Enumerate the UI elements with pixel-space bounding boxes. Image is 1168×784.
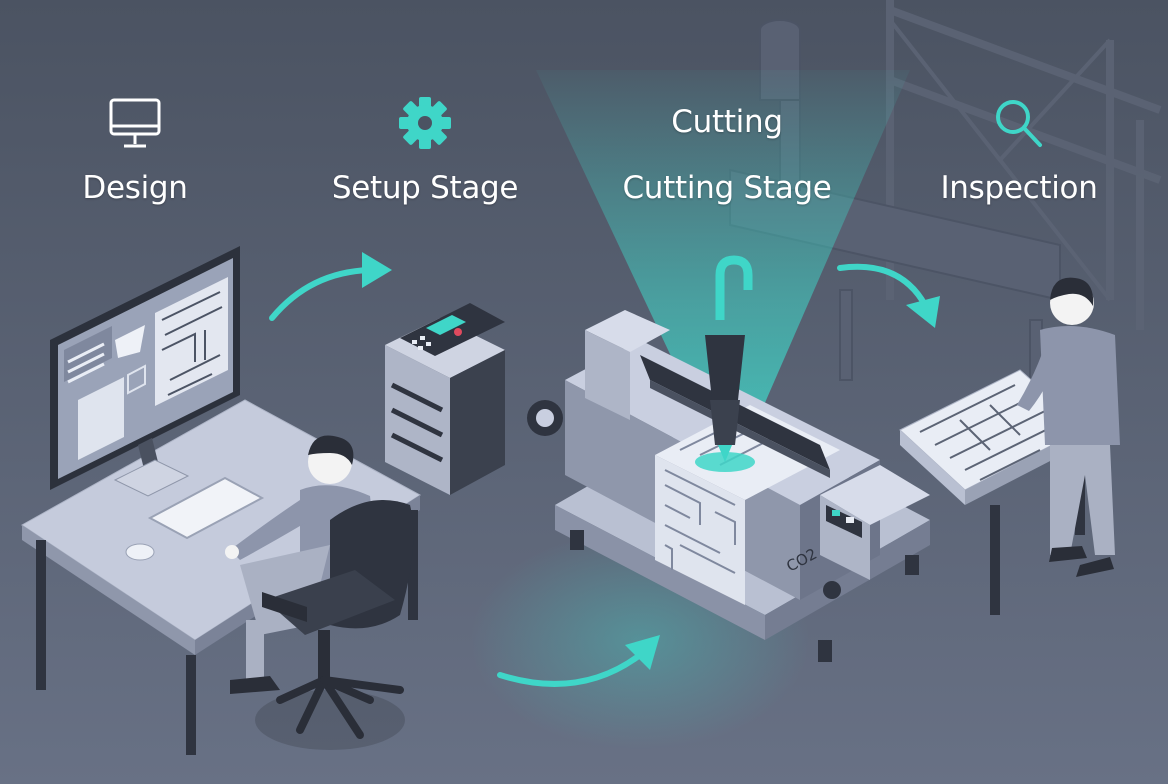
inspection-station — [899, 277, 1120, 615]
stage-label-design: Design — [82, 170, 188, 206]
keyboard — [147, 476, 265, 540]
control-cabinet — [385, 303, 505, 495]
co2-laser-cutter: CO2 — [527, 255, 930, 662]
stage-label-inspection: Inspection — [940, 170, 1098, 206]
cut-material — [655, 405, 840, 500]
laser-head — [695, 255, 755, 472]
inspector-person — [1017, 277, 1120, 577]
control-screen — [426, 315, 466, 335]
arrow-design-to-setup — [269, 267, 373, 321]
monitor — [50, 246, 240, 497]
desk-leg — [186, 655, 196, 755]
flow-arrows — [269, 252, 940, 687]
design-workstation — [21, 246, 421, 755]
desk-leg — [36, 540, 46, 690]
stage-label-setup: Setup Stage — [331, 170, 519, 206]
office-chair — [255, 500, 414, 750]
background-gantry-structure — [886, 0, 1162, 330]
desk-leg — [408, 510, 418, 620]
magnifier-icon — [996, 100, 1042, 147]
gear-icon — [399, 97, 451, 149]
monitor-icon — [109, 98, 161, 148]
arrow-setup-to-cutting — [497, 652, 643, 687]
cutting-icon-label: Cutting — [671, 104, 783, 140]
arrow-cutting-to-inspection — [837, 263, 928, 308]
mouse — [125, 543, 155, 561]
stage-label-cutting: Cutting Stage — [622, 170, 832, 206]
